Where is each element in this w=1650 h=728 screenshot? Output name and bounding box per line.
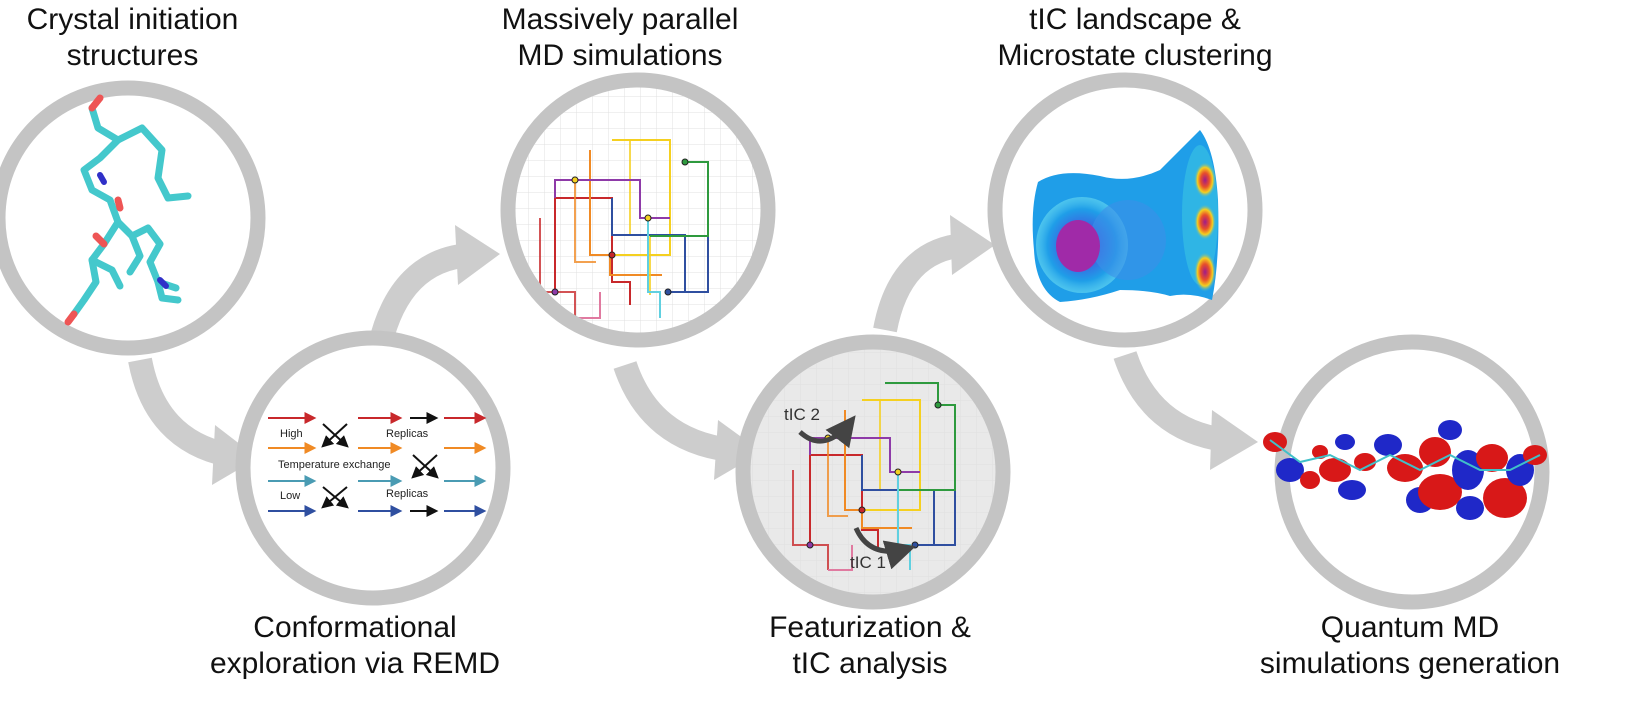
arrow-head-tica-to-landscape — [950, 215, 995, 275]
molecule-backbone — [1269, 439, 1541, 472]
tic1-label: tIC 1 — [850, 553, 886, 572]
step-label-remd: Conformational exploration via REMD — [209, 611, 501, 680]
panel-quantum — [1263, 334, 1550, 610]
molecule-stick-model — [70, 104, 192, 318]
tic2-label: tIC 2 — [784, 405, 820, 424]
arrow-remd-to-md — [368, 243, 472, 348]
step-label-quantum: Quantum MD simulations generation — [1259, 611, 1561, 680]
panel-landscape — [987, 72, 1263, 348]
arrow-head-crystal-to-remd — [212, 425, 258, 485]
panel-md — [500, 72, 776, 348]
step-label-crystal: Crystal initiation structures — [26, 3, 239, 72]
arrow-landscape-to-quantum — [1113, 350, 1227, 452]
arrow-crystal-to-remd — [128, 357, 231, 467]
tic2-arrow — [798, 415, 856, 449]
remd-low-label: Low — [280, 490, 300, 502]
step-label-md: Massively parallel MD simulations — [501, 3, 739, 72]
md-nodes — [551, 158, 689, 296]
free-energy-landscape — [1032, 130, 1219, 302]
remd-high-label: High — [280, 428, 303, 440]
remd-replicas-bottom: Replicas — [386, 488, 429, 500]
tic1-arrow — [853, 526, 916, 570]
panel-tica: tIC 2 tIC 1 — [735, 334, 1011, 610]
step-label-landscape: tIC landscape & Microstate clustering — [997, 3, 1273, 72]
remd-replicas-top: Replicas — [386, 428, 429, 440]
arrow-head-remd-to-md — [455, 225, 500, 285]
remd-arrows — [268, 412, 487, 517]
remd-exchange-label: Temperature exchange — [278, 459, 391, 471]
panel-crystal — [0, 80, 266, 356]
arrow-md-to-tica — [613, 360, 732, 462]
step-label-tica: Featurization & tIC analysis — [769, 611, 971, 680]
orbital-density — [1263, 420, 1547, 520]
panel-remd: High Low Replicas Replicas Temperature e… — [235, 330, 511, 606]
arrow-head-landscape-to-quantum — [1210, 410, 1258, 470]
